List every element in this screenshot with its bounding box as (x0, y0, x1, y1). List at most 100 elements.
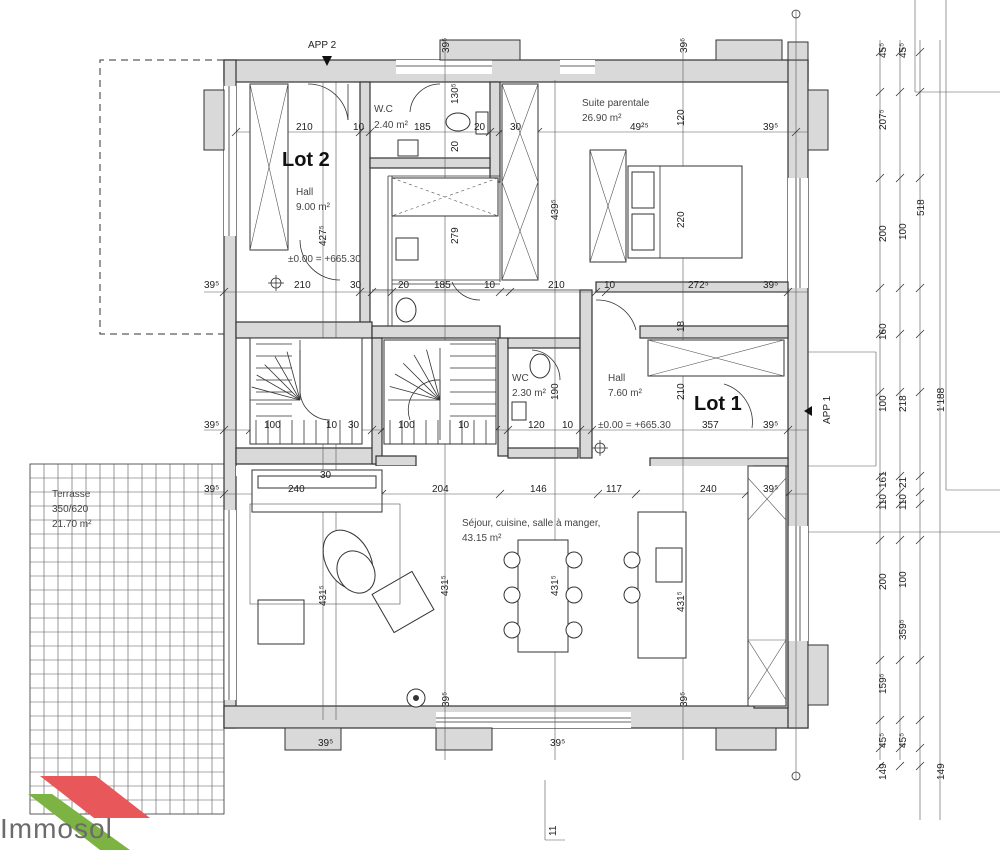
dim-text: 120 (676, 109, 687, 126)
dim-text: 39⁵ (441, 692, 452, 707)
dim-text: 45⁵ (898, 43, 909, 58)
dim-text: 427⁵ (318, 225, 329, 246)
dim-text: 10 (326, 420, 338, 431)
room-name-suite: Suite parentale (582, 98, 650, 109)
dim-text: 279 (450, 227, 461, 244)
dim-text: 45⁵ (898, 733, 909, 748)
immosol-logo: Immosol (0, 776, 150, 850)
room-area-sejour: 43.15 m² (462, 533, 502, 544)
dim-text: 11 (548, 825, 559, 836)
dashed-outline (99, 59, 224, 335)
dim-text: 39⁵ (204, 280, 219, 291)
app1-label: APP 1 (822, 395, 833, 424)
dim-text: 207⁵ (878, 109, 889, 130)
dim-text: 18 (676, 320, 687, 332)
dim-text: 220 (676, 211, 687, 228)
room-name-sejour: Séjour, cuisine, salle à manger, (462, 518, 600, 529)
dim-text: 10 (353, 122, 365, 133)
dim-text: 110 (878, 494, 889, 510)
dim-text: 10 (458, 420, 470, 431)
dim-text: 204 (432, 484, 449, 495)
dim-text: 272⁵ (688, 280, 709, 291)
dim-text: 100 (898, 571, 909, 588)
room-dims-terrasse: 350/620 (52, 504, 89, 515)
furniture (249, 83, 787, 708)
level-hall-left: ±0.00 = +665.30 (288, 254, 361, 265)
entry-arrows (322, 9, 812, 781)
dim-text: 159⁵ (878, 673, 889, 694)
room-area-hall-right: 7.60 m² (608, 388, 643, 399)
dim-text: 100 (264, 420, 281, 431)
dim-text: 49²⁵ (630, 122, 649, 133)
dim-text: 21 (898, 476, 909, 488)
dim-text: 39⁵ (763, 280, 778, 291)
dim-text: 190 (550, 383, 561, 400)
dim-text: 100 (398, 420, 415, 431)
dim-text: 10 (604, 280, 616, 291)
doors (299, 83, 753, 429)
room-area-wc-top: 2.40 m² (374, 120, 409, 131)
dim-text: 200 (878, 225, 889, 242)
level-hall-right: ±0.00 = +665.30 (598, 420, 671, 431)
dim-text: 39⁵ (550, 738, 565, 749)
dim-text: 20 (398, 280, 410, 291)
room-area-suite: 26.90 m² (582, 113, 622, 124)
logo-roof-green (28, 794, 130, 850)
room-area-terrasse: 21.70 m² (52, 519, 92, 530)
level-markers (268, 275, 608, 456)
dim-text: 39⁵ (679, 38, 690, 53)
dim-text: 240 (700, 484, 717, 495)
lot1-label: Lot 1 (694, 393, 742, 415)
dim-text: 431⁵ (550, 575, 561, 596)
room-area-wc-mid: 2.30 m² (512, 388, 547, 399)
dim-text: 431⁵ (318, 585, 329, 606)
dim-text: 30 (348, 420, 360, 431)
dim-text: 1'188 (936, 387, 947, 412)
dim-text: 100 (878, 395, 889, 412)
dim-text: 45⁵ (878, 733, 889, 748)
app2-label: APP 2 (308, 40, 337, 51)
dim-text: 210 (294, 280, 311, 291)
logo-roof-red (40, 776, 150, 818)
room-name-hall-left: Hall (296, 187, 313, 198)
stairs (249, 337, 497, 445)
dim-text: 100 (898, 223, 909, 240)
dim-text: 210 (676, 383, 687, 400)
dim-text: 10 (484, 280, 496, 291)
dim-text: 130⁵ (450, 83, 461, 104)
dim-text: 431⁵ (440, 575, 451, 596)
dim-text: 30 (350, 280, 362, 291)
dim-text: 117 (606, 484, 622, 495)
room-area-hall-left: 9.00 m² (296, 202, 331, 213)
room-name-wc-mid: WC (512, 373, 529, 384)
outer-walls (223, 59, 809, 729)
dim-text: 359⁵ (898, 619, 909, 640)
terrace (29, 463, 225, 815)
dim-text: 39⁵ (763, 420, 778, 431)
dim-text: 30 (320, 470, 332, 481)
labels: APP 2 APP 1 Lot 2 Lot 1 W.C 2.40 m² Suit… (52, 40, 833, 544)
lot2-label: Lot 2 (282, 149, 330, 171)
dim-text: 45⁵ (878, 43, 889, 58)
dim-text: 39⁵ (763, 122, 778, 133)
dim-text: 218 (898, 395, 909, 412)
dim-text: 20 (474, 122, 486, 133)
dim-text: 160 (878, 323, 889, 340)
window-sills (203, 39, 829, 751)
dim-text: 146 (530, 484, 547, 495)
dim-text: 39⁵ (763, 484, 778, 495)
dim-text: 120 (528, 420, 545, 431)
dim-text: 149 (936, 763, 947, 780)
dim-text: 30 (510, 122, 522, 133)
dim-text: 200 (878, 573, 889, 590)
dim-text: 240 (288, 484, 305, 495)
dim-text: 110 (898, 494, 909, 510)
dim-text: 39⁵ (318, 738, 333, 749)
dim-text: 10 (562, 420, 574, 431)
dimension-texts: 210 10 185 20 30 49²⁵ 39⁵ 39⁵ 210 30 20 … (204, 38, 947, 836)
dim-text: 185 (434, 280, 451, 291)
room-name-wc-top: W.C (374, 104, 393, 115)
logo-text: Immosol (0, 813, 113, 844)
dim-text: 431⁵ (676, 591, 687, 612)
